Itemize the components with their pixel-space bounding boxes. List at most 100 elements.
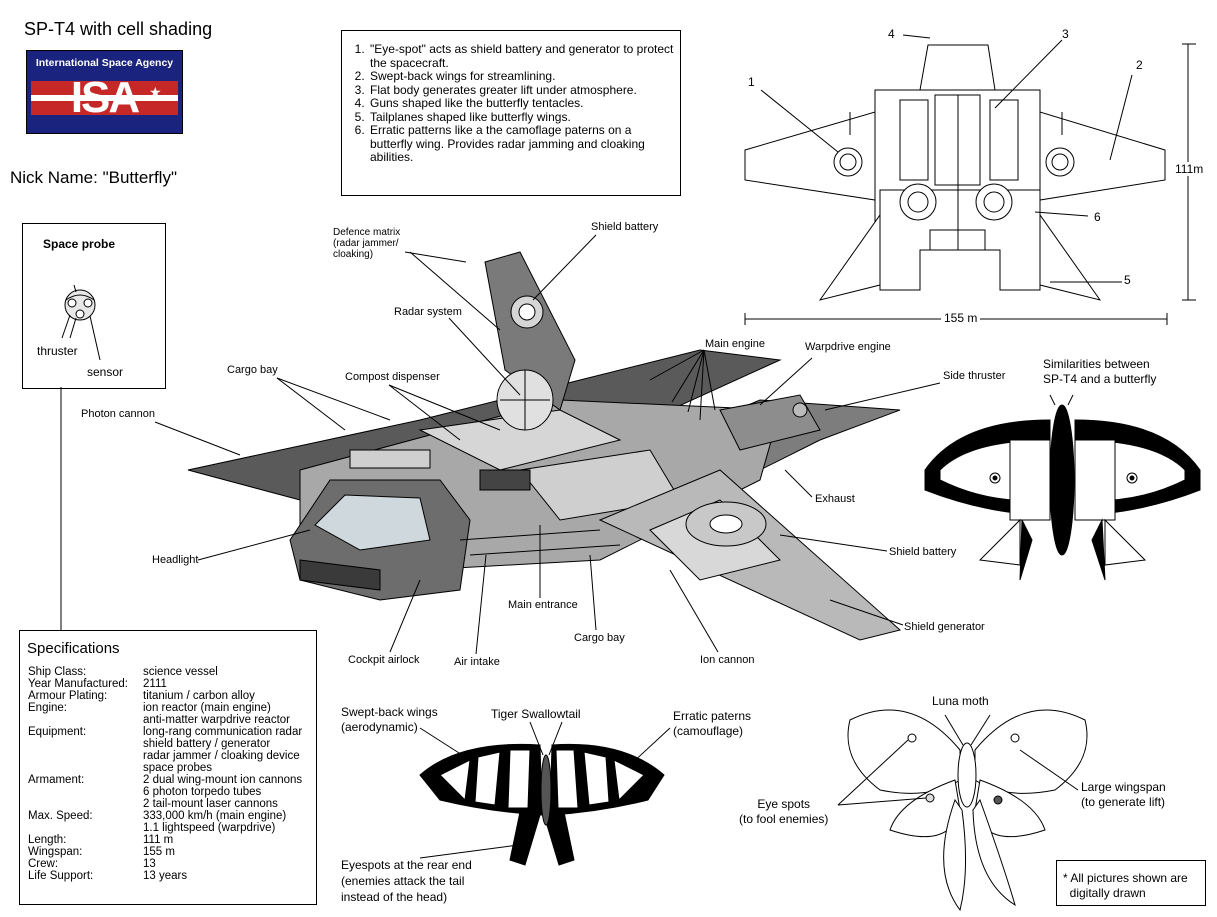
label-shield-battery-right: Shield battery — [889, 546, 957, 558]
label-ion-cannon: Ion cannon — [700, 654, 755, 666]
spec-key: Engine: — [28, 702, 68, 714]
spec-value: 155 m — [143, 846, 175, 858]
label-exhaust: Exhaust — [815, 493, 855, 505]
spec-row: Engine: ion reactor (main engine)anti-mat… — [28, 702, 302, 726]
spec-key: Crew: — [28, 858, 59, 870]
top-view-label-4: 4 — [888, 27, 895, 41]
swallowtail-name: Tiger Swallowtail — [491, 707, 581, 721]
spec-value: science vessel — [143, 666, 218, 678]
butterfly-similarity-drawing — [924, 394, 1201, 581]
label-side-thruster: Side thruster — [943, 370, 1006, 382]
spec-value: 333,000 km/h (main engine)1.1 lightspeed… — [143, 810, 286, 834]
spec-row: Ship Class: science vessel — [28, 666, 302, 678]
label-headlight: Headlight — [152, 554, 199, 566]
specs-title: Specifications — [27, 640, 120, 657]
spec-value-line: science vessel — [143, 666, 218, 678]
spec-value: 111 m — [143, 834, 173, 846]
footnote-text: * All pictures shown are digitally drawn — [1063, 871, 1188, 900]
nickname: Nick Name: "Butterfly" — [10, 168, 177, 187]
label-main-entrance: Main entrance — [508, 599, 578, 611]
spec-row: Armour Plating: titanium / carbon alloy — [28, 690, 302, 702]
spec-value: titanium / carbon alloy — [143, 690, 255, 702]
spec-value: 13 — [143, 858, 156, 870]
label-compost-dispenser: Compost dispenser — [345, 371, 440, 383]
label-cargo-bay-bottom: Cargo bay — [574, 632, 625, 644]
page-title: SP-T4 with cell shading — [24, 19, 213, 39]
spec-value-line: ion reactor (main engine) — [143, 702, 271, 714]
top-view-label-5: 5 — [1124, 273, 1131, 287]
label-shield-battery-top: Shield battery — [591, 221, 659, 233]
spec-key: Max. Speed: — [28, 810, 93, 822]
note-item: "Eye-spot" acts as shield battery and ge… — [368, 42, 676, 70]
top-view-label-2: 2 — [1136, 58, 1143, 72]
spec-key: Wingspan: — [28, 846, 83, 858]
spec-value-line: radar jammer / cloaking device — [143, 750, 300, 762]
spec-key: Equipment: — [28, 726, 87, 738]
spec-value: 13 years — [143, 870, 187, 882]
label-cockpit-airlock: Cockpit airlock — [348, 654, 420, 666]
spec-value-line: 333,000 km/h (main engine) — [143, 810, 287, 822]
luna-moth-drawing — [837, 709, 1088, 912]
spec-row: Wingspan: 155 m — [28, 846, 302, 858]
top-view-label-6: 6 — [1094, 210, 1101, 224]
luna-eye-spots-label: Eye spots (to fool enemies) — [739, 797, 829, 826]
spec-value-line: 2111 — [143, 678, 167, 690]
note-item: Guns shaped like the butterfly tentacles… — [368, 96, 676, 111]
sp-t4-ship-illustration — [154, 234, 941, 655]
spec-key: Length: — [28, 834, 67, 846]
spec-row: Length: 111 m — [28, 834, 302, 846]
label-cargo-bay-top: Cargo bay — [227, 364, 278, 376]
label-air-intake: Air intake — [454, 656, 500, 668]
spec-value-line: 6 photon torpedo tubes — [143, 786, 262, 798]
spec-value-line: shield battery / generator — [143, 738, 271, 750]
spec-value-line: 13 years — [143, 870, 188, 882]
logo-star-icon: ★ — [149, 84, 162, 100]
specifications-box: Specifications — [19, 630, 317, 905]
label-photon-cannon: Photon cannon — [81, 408, 156, 420]
label-warpdrive-engine: Warpdrive engine — [805, 341, 891, 353]
spec-value-line: 111 m — [143, 834, 174, 846]
luna-moth-name: Luna moth — [932, 694, 989, 708]
tiger-swallowtail-drawing — [419, 721, 671, 866]
spec-key: Armour Plating: — [28, 690, 108, 702]
space-probe-icon — [61, 284, 101, 361]
isa-logo: International Space Agency ISA ★ — [26, 50, 183, 134]
spec-value-line: long-rang communication radar — [143, 726, 303, 738]
swallowtail-erratic-label: Erratic paterns (camouflage) — [673, 709, 752, 738]
spec-key: Armament: — [28, 774, 85, 786]
probe-title: Space probe — [43, 237, 116, 251]
design-notes-list: "Eye-spot" acts as shield battery and ge… — [346, 42, 676, 165]
spec-key: Life Support: — [28, 870, 94, 882]
spec-value-line: 155 m — [143, 846, 175, 858]
spec-row: Crew: 13 — [28, 858, 302, 870]
top-view-height-dimension: 111m — [1175, 162, 1204, 176]
note-item: Erratic patterns like a the camoflage pa… — [368, 123, 676, 165]
swallowtail-swept-label: Swept-back wings (aerodynamic) — [341, 705, 438, 734]
similarities-caption: Similarities between SP-T4 and a butterf… — [1043, 357, 1157, 386]
top-view-ship-drawing — [744, 34, 1196, 325]
top-view-label-1: 1 — [748, 75, 755, 89]
spec-key: Ship Class: — [28, 666, 87, 678]
spec-value-line: anti-matter warpdrive reactor — [143, 714, 290, 726]
design-notes-box: "Eye-spot" acts as shield battery and ge… — [341, 30, 681, 196]
top-view-width-dimension: 155 m — [941, 311, 981, 325]
note-item: Tailplanes shaped like butterfly wings. — [368, 110, 676, 125]
label-defence-matrix: Defence matrix (radar jammer/ cloaking) — [333, 227, 401, 260]
spec-key: Year Manufactured: — [28, 678, 128, 690]
luna-large-wingspan-label: Large wingspan (to generate lift) — [1081, 780, 1166, 809]
label-radar-system: Radar system — [394, 306, 462, 318]
footnote-box: * All pictures shown are digitally drawn — [1056, 860, 1206, 906]
spec-value: ion reactor (main engine)anti-matter war… — [143, 702, 290, 726]
label-main-engine: Main engine — [705, 338, 765, 350]
spec-value-line: 2 tail-mount laser cannons — [143, 798, 278, 810]
spec-row: Life Support: 13 years — [28, 870, 302, 882]
note-item: Swept-back wings for streamlining. — [368, 69, 676, 84]
logo-stripe-white — [31, 95, 178, 101]
label-shield-generator: Shield generator — [904, 621, 985, 633]
probe-sensor-label: sensor — [87, 365, 124, 379]
logo-agency-text: International Space Agency — [35, 57, 174, 69]
